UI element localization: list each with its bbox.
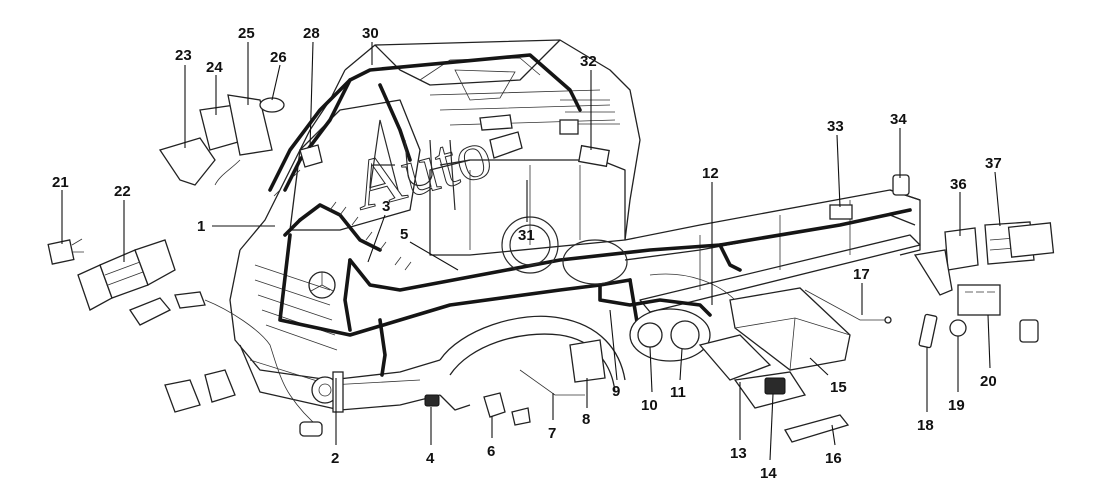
callout-20: 20 [980,373,997,390]
callout-23: 23 [175,47,192,64]
callout-7: 7 [548,425,556,442]
callout-13: 13 [730,445,747,462]
truck-cab [229,39,921,411]
callout-28: 28 [303,25,320,42]
callout-30: 30 [362,25,379,42]
callout-14: 14 [760,465,777,482]
callout-3: 3 [382,198,390,215]
callout-26: 26 [270,49,287,66]
callout-12: 12 [702,165,719,182]
callout-21: 21 [52,174,69,191]
callout-labels: 21 22 23 24 25 26 28 30 32 33 34 36 37 1… [52,25,1002,482]
callout-24: 24 [206,59,223,76]
leader-lines [61,41,1001,461]
callout-8: 8 [582,411,590,428]
callout-16: 16 [825,450,842,467]
callout-34: 34 [890,111,907,128]
callout-17: 17 [853,266,870,283]
callout-25: 25 [238,25,255,42]
callout-10: 10 [641,397,658,414]
callout-19: 19 [948,397,965,414]
callout-33: 33 [827,118,844,135]
callout-15: 15 [830,379,847,396]
component-parts [47,94,1055,443]
callout-2: 2 [331,450,339,467]
callout-1: 1 [197,218,205,235]
callout-37: 37 [985,155,1002,172]
callout-31: 31 [518,227,535,244]
wiring-harness [268,53,912,377]
callout-4: 4 [426,450,435,467]
callout-18: 18 [917,417,934,434]
callout-22: 22 [114,183,131,200]
callout-9: 9 [612,383,620,400]
callout-36: 36 [950,176,967,193]
callout-32: 32 [580,53,597,70]
callout-5: 5 [400,226,408,243]
callout-6: 6 [487,443,495,460]
watermark-text: Auto [344,115,499,226]
callout-11: 11 [670,384,686,401]
